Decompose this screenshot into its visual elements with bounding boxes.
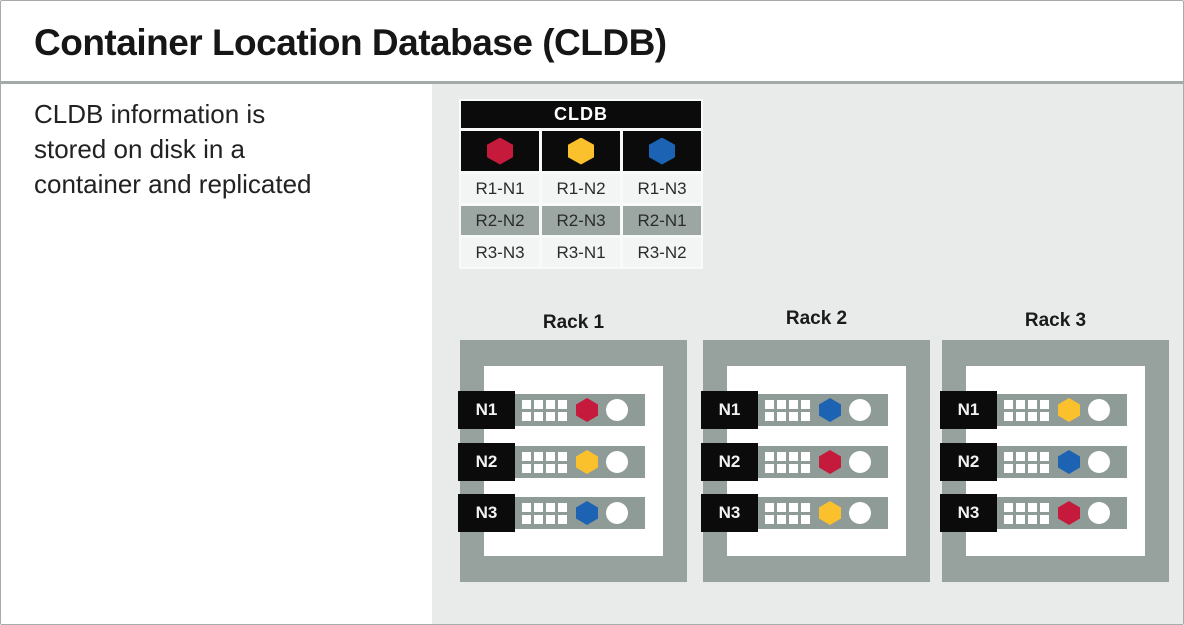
blue-container-hexagon-icon [649,137,675,165]
node-label: N2 [701,443,758,481]
description-line: container and replicated [34,169,312,199]
node-label: N3 [940,494,997,532]
node-label: N1 [940,391,997,429]
disk-grid-icon [522,502,567,524]
diagram-panel: CLDB R1-N1 R1-N2 R1-N3 R2-N2 R2-N3 [432,84,1183,624]
empty-slot-circle-icon [849,502,871,524]
disk-grid-icon [765,451,810,473]
empty-slot-circle-icon [849,451,871,473]
rack-1-node-n1: N1 [458,391,647,429]
empty-slot-circle-icon [606,451,628,473]
location-cell: R3-N1 [542,238,620,267]
node-server-bar [997,497,1127,529]
rack-3-node-n2: N2 [940,443,1129,481]
empty-slot-circle-icon [606,399,628,421]
disk-grid-icon [1004,399,1049,421]
node-server-bar [758,394,888,426]
disk-grid-icon [765,502,810,524]
cldb-container-row [461,131,701,171]
empty-slot-circle-icon [1088,399,1110,421]
location-cell: R1-N2 [542,174,620,203]
empty-slot-circle-icon [606,502,628,524]
red-container-hexagon-icon [487,137,513,165]
container-hexagon-icon [819,501,841,525]
container-hexagon-icon [1058,450,1080,474]
rack-2-node-n2: N2 [701,443,890,481]
location-cell: R2-N2 [461,206,539,235]
description-line: CLDB information is [34,99,266,129]
container-hexagon-icon [819,398,841,422]
rack-2: N1 N2 N3 [701,340,930,582]
empty-slot-circle-icon [849,399,871,421]
empty-slot-circle-icon [1088,502,1110,524]
cldb-table: CLDB R1-N1 R1-N2 R1-N3 R2-N2 R2-N3 [459,99,703,269]
container-hexagon-icon [576,501,598,525]
location-cell: R1-N1 [461,174,539,203]
disk-grid-icon [1004,451,1049,473]
location-cell: R2-N3 [542,206,620,235]
empty-slot-circle-icon [1088,451,1110,473]
node-label: N2 [940,443,997,481]
rack-2-node-n1: N1 [701,391,890,429]
container-hexagon-icon [819,450,841,474]
location-cell: R3-N3 [461,238,539,267]
rack-3-title: Rack 3 [1024,310,1087,331]
node-server-bar [515,394,645,426]
location-cell: R2-N1 [623,206,701,235]
node-label: N1 [701,391,758,429]
node-server-bar [997,446,1127,478]
container-cell-blue [623,131,701,171]
table-row: R2-N2 R2-N3 R2-N1 [461,206,701,235]
page-title: Container Location Database (CLDB) [34,22,667,63]
title-divider [1,81,1183,84]
node-label: N3 [458,494,515,532]
cldb-table-header: CLDB [461,101,701,128]
rack-3-node-n3: N3 [940,494,1129,532]
table-row: R3-N3 R3-N1 R3-N2 [461,238,701,267]
rack-1-title: Rack 1 [542,312,605,333]
container-hexagon-icon [1058,398,1080,422]
container-hexagon-icon [1058,501,1080,525]
node-label: N1 [458,391,515,429]
rack-1: N1 N2 N3 [458,340,687,582]
container-hexagon-icon [576,450,598,474]
disk-grid-icon [1004,502,1049,524]
table-row: R1-N1 R1-N2 R1-N3 [461,174,701,203]
node-label: N2 [458,443,515,481]
rack-3-node-n1: N1 [940,391,1129,429]
disk-grid-icon [765,399,810,421]
description-text: CLDB information is stored on disk in a … [34,97,312,202]
rack-1-node-n2: N2 [458,443,647,481]
node-label: N3 [701,494,758,532]
node-server-bar [515,497,645,529]
rack-2-title: Rack 2 [785,308,848,329]
location-cell: R1-N3 [623,174,701,203]
node-server-bar [515,446,645,478]
disk-grid-icon [522,399,567,421]
yellow-container-hexagon-icon [568,137,594,165]
node-server-bar [758,497,888,529]
container-cell-red [461,131,539,171]
container-hexagon-icon [576,398,598,422]
location-cell: R3-N2 [623,238,701,267]
node-server-bar [758,446,888,478]
rack-1-node-n3: N3 [458,494,647,532]
node-server-bar [997,394,1127,426]
description-line: stored on disk in a [34,134,246,164]
rack-2-node-n3: N3 [701,494,890,532]
rack-3: N1 N2 N3 [940,340,1169,582]
disk-grid-icon [522,451,567,473]
container-cell-yellow [542,131,620,171]
